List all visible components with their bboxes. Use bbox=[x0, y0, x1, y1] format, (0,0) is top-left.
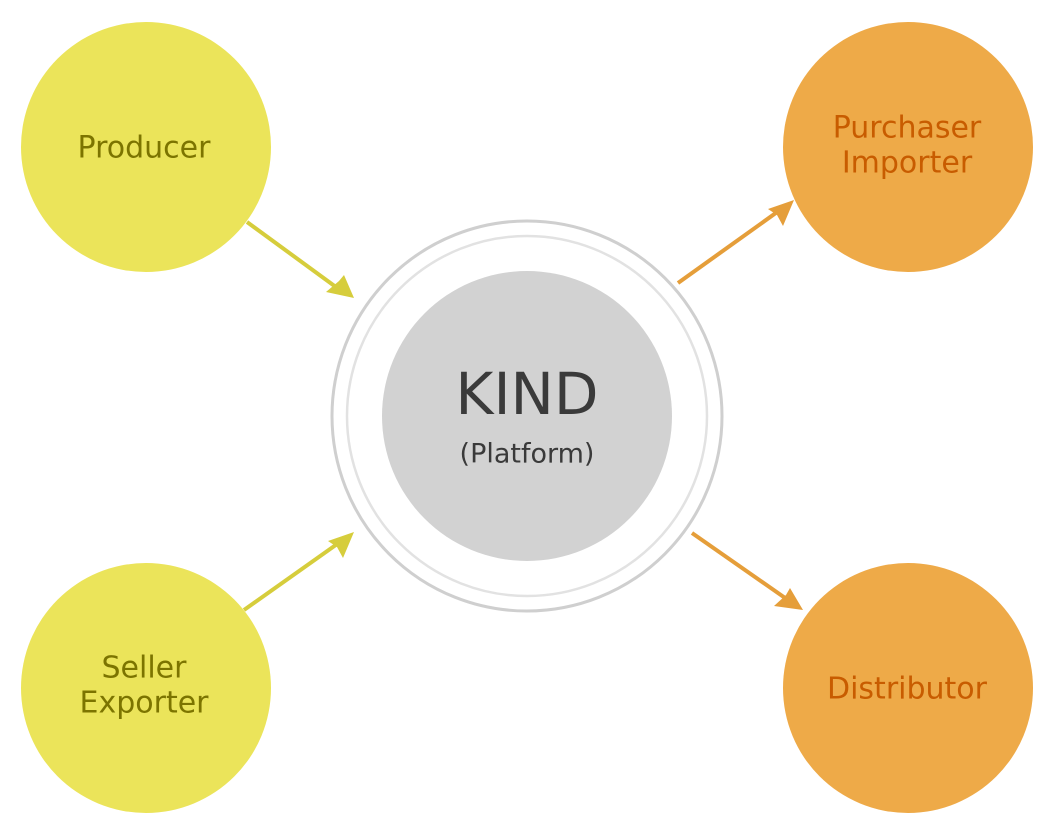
node-producer-label: Producer bbox=[78, 131, 212, 166]
center-disc bbox=[382, 271, 672, 561]
node-purchaser-importer-label-line1: Purchaser bbox=[833, 111, 982, 146]
node-seller-exporter-label-line2: Exporter bbox=[80, 686, 210, 721]
node-purchaser-importer: Purchaser Importer bbox=[783, 22, 1033, 272]
node-distributor: Distributor bbox=[783, 563, 1033, 813]
center-title: KIND bbox=[455, 360, 598, 428]
arrow-center-to-purchaser bbox=[676, 200, 794, 285]
arrow-seller-to-center bbox=[242, 532, 354, 612]
node-distributor-circle bbox=[783, 563, 1033, 813]
node-seller-exporter: Seller Exporter bbox=[21, 563, 271, 813]
node-distributor-label: Distributor bbox=[827, 672, 988, 707]
node-purchaser-importer-circle bbox=[783, 22, 1033, 272]
node-seller-exporter-circle bbox=[21, 563, 271, 813]
node-producer: Producer bbox=[21, 22, 271, 272]
arrow-center-to-distributor bbox=[690, 531, 803, 610]
center-subtitle: (Platform) bbox=[460, 439, 595, 470]
node-center-platform: KIND (Platform) bbox=[330, 219, 724, 613]
node-seller-exporter-label-line1: Seller bbox=[102, 651, 188, 686]
center-inner-ring bbox=[345, 234, 709, 598]
arrow-producer-to-center bbox=[245, 220, 354, 298]
node-producer-circle bbox=[21, 22, 271, 272]
node-purchaser-importer-label-line2: Importer bbox=[842, 146, 973, 181]
center-outer-ring bbox=[330, 219, 724, 613]
